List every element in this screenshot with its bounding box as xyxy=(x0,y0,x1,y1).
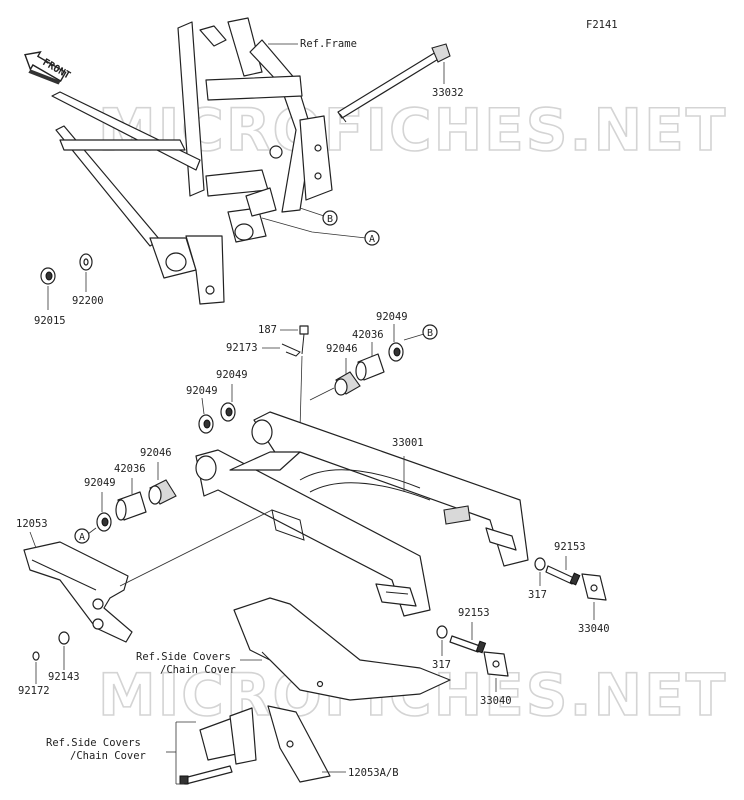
washer-92143 xyxy=(58,631,70,645)
label-187: 187 xyxy=(258,324,277,336)
collar-42036-left xyxy=(115,491,147,521)
label-92015: 92015 xyxy=(34,315,66,327)
front-arrow-icon xyxy=(24,51,67,85)
bracket-12053ab xyxy=(179,705,331,785)
nut-92015 xyxy=(40,267,56,285)
bolt-187 xyxy=(299,325,309,355)
label-92200: 92200 xyxy=(72,295,104,307)
frame-illustration xyxy=(51,17,333,305)
adjuster-33040-right xyxy=(581,573,607,601)
callout-b-frame-label: B xyxy=(327,214,333,225)
seal-92049-upper xyxy=(220,402,236,422)
label-92153-left: 92153 xyxy=(458,607,490,619)
label-92143: 92143 xyxy=(48,671,80,683)
label-33040-left: 33040 xyxy=(480,695,512,707)
washer-92200 xyxy=(79,253,93,271)
pivot-shaft-33032 xyxy=(337,43,451,123)
label-92153-right: 92153 xyxy=(554,541,586,553)
chain-cover-illustration xyxy=(233,597,451,701)
label-92049-mid: 92049 xyxy=(186,385,218,397)
callout-b-swingarm xyxy=(422,324,438,340)
bolt-92153-right xyxy=(545,565,581,586)
label-317-left: 317 xyxy=(432,659,451,671)
callout-b-swingarm-label: B xyxy=(427,328,433,339)
label-92049-left: 92049 xyxy=(84,477,116,489)
label-92046-right: 92046 xyxy=(326,343,358,355)
swingarm-33001 xyxy=(195,411,529,617)
chain-guard-12053 xyxy=(23,541,133,643)
nut-317-right xyxy=(534,557,546,571)
label-42036-left: 42036 xyxy=(114,463,146,475)
label-92049-right: 92049 xyxy=(376,311,408,323)
label-ref-side-covers-1a: Ref.Side Covers xyxy=(136,651,231,663)
callout-a-swingarm xyxy=(74,528,90,544)
adjuster-33040-left xyxy=(483,651,509,677)
label-92172: 92172 xyxy=(18,685,50,697)
label-33001: 33001 xyxy=(392,437,424,449)
watermark-top: MICROFICHES.NET xyxy=(98,96,727,164)
label-33032: 33032 xyxy=(432,87,464,99)
callout-a-frame xyxy=(364,230,380,246)
callout-b-frame xyxy=(322,210,338,226)
label-42036-right: 42036 xyxy=(352,329,384,341)
seal-92049-right xyxy=(388,342,404,362)
callout-a-swingarm-label: A xyxy=(79,532,85,543)
label-92049-upper: 92049 xyxy=(216,369,248,381)
label-92046-left: 92046 xyxy=(140,447,172,459)
collar-42036-right xyxy=(355,353,385,381)
label-12053: 12053 xyxy=(16,518,48,530)
label-92173: 92173 xyxy=(226,342,258,354)
callout-a-frame-label: A xyxy=(369,234,375,245)
bolt-92153-left xyxy=(449,635,487,654)
label-ref-side-covers-1b: /Chain Cover xyxy=(160,664,236,676)
seal-92049-mid xyxy=(198,414,214,434)
bearing-92046-right xyxy=(334,371,361,396)
label-33040-right: 33040 xyxy=(578,623,610,635)
seal-92049-left xyxy=(96,512,112,532)
nut-317-left xyxy=(436,625,448,639)
label-ref-side-covers-2b: /Chain Cover xyxy=(70,750,146,762)
label-12053ab: 12053A/B xyxy=(348,767,399,779)
bearing-92046-left xyxy=(148,479,177,505)
figure-code: F2141 xyxy=(586,19,618,31)
clip-92173 xyxy=(281,343,301,357)
label-ref-side-covers-2a: Ref.Side Covers xyxy=(46,737,141,749)
label-317-right: 317 xyxy=(528,589,547,601)
label-ref-frame: Ref.Frame xyxy=(300,38,357,50)
screw-92172 xyxy=(32,651,40,661)
